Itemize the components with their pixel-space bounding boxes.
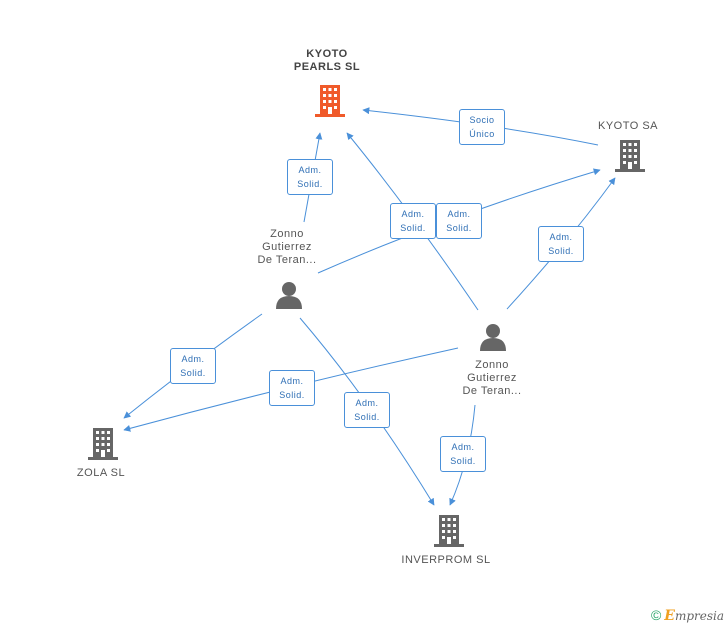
edge-label-adm-solid[interactable]: Adm. Solid. [344,392,390,428]
building-icon[interactable] [614,139,646,173]
edge-label-adm-solid[interactable]: Adm. Solid. [170,348,216,384]
node-label-inverprom: INVERPROM SL [401,554,491,566]
person-icon[interactable] [274,281,304,309]
building-icon[interactable] [314,84,346,118]
edge-label-adm-solid[interactable]: Adm. Solid. [538,226,584,262]
brand-initial: E [664,608,675,624]
edge-label-adm-solid[interactable]: Adm. Solid. [287,159,333,195]
brand-name: mpresia [674,609,724,623]
edge-label-adm-solid[interactable]: Adm. Solid. [436,203,482,239]
building-icon[interactable] [87,427,119,461]
copyright-icon: © [650,607,662,623]
building-icon[interactable] [433,514,465,548]
node-label-zola: ZOLA SL [76,467,126,479]
node-label-person-2: Zonno Gutierrez De Teran... [462,359,522,397]
node-label-kyoto-sa: KYOTO SA [597,120,659,132]
node-label-person-1: Zonno Gutierrez De Teran... [257,228,317,266]
edge-label-socio-unico[interactable]: Socio Único [459,109,505,145]
edge-label-adm-solid[interactable]: Adm. Solid. [440,436,486,472]
node-label-kyoto-pearls: KYOTO PEARLS SL [293,48,361,73]
person-icon[interactable] [478,323,508,351]
brand-logo: ©Empresia [651,607,724,624]
edge-label-adm-solid[interactable]: Adm. Solid. [269,370,315,406]
edge-label-adm-solid[interactable]: Adm. Solid. [390,203,436,239]
